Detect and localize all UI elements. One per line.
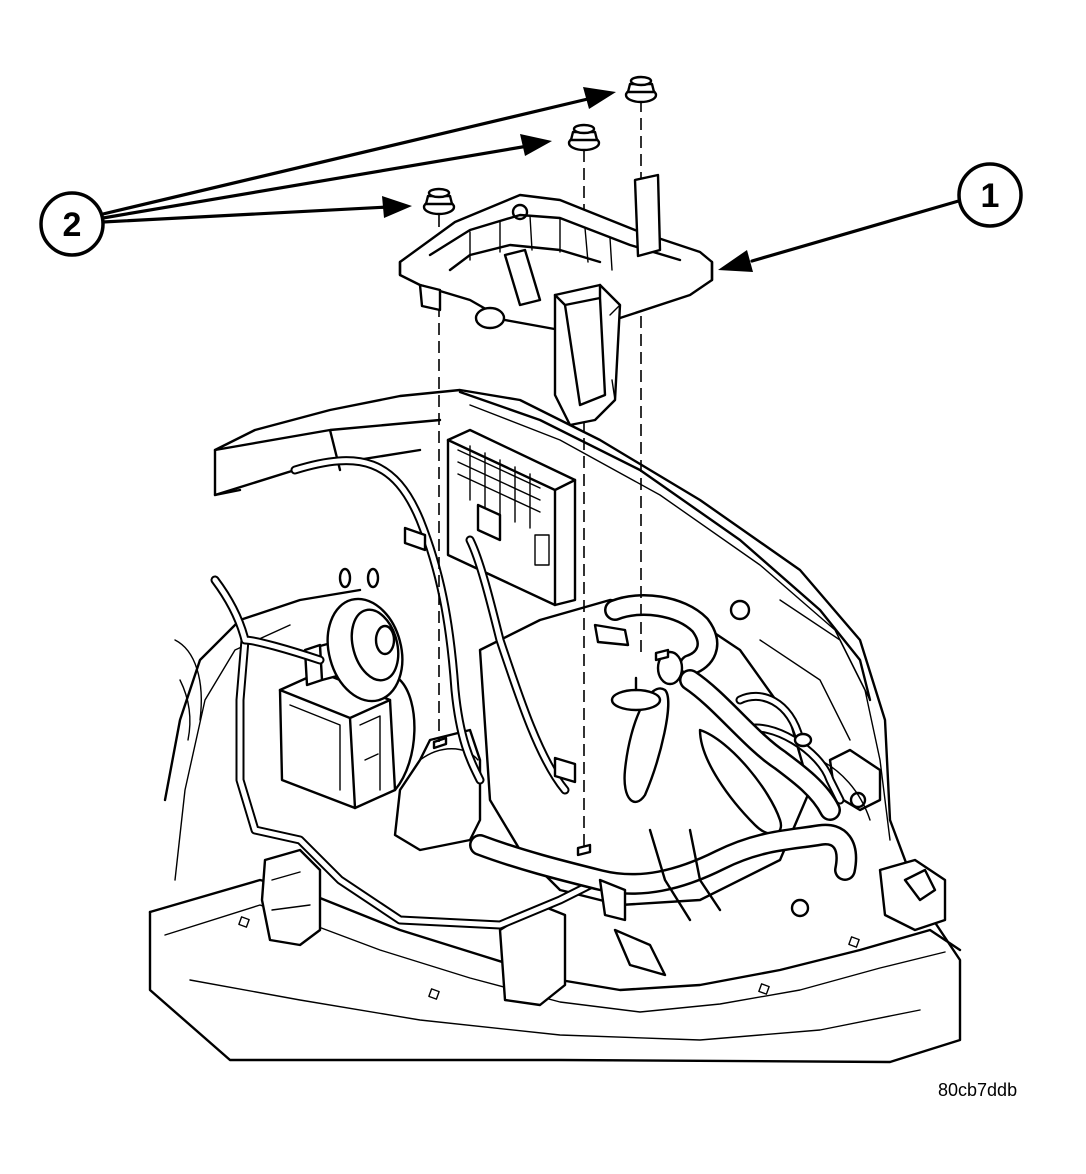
mounting-studs <box>432 648 670 857</box>
harness-connector-1 <box>403 526 427 552</box>
harness-clip-1 <box>338 567 352 589</box>
body-panel-outline <box>148 388 962 1064</box>
bracket-hole <box>511 203 529 221</box>
abs-top <box>278 688 392 810</box>
center-grommet <box>610 688 662 712</box>
bracket-ribs <box>469 215 613 271</box>
arrowhead-2-center <box>520 134 552 156</box>
harness-branch-in <box>467 537 568 793</box>
leader-2-to-nut-right <box>101 96 594 216</box>
bracket-base-lip <box>398 260 714 282</box>
leader-2-to-nut-left <box>101 205 390 224</box>
flange-nuts <box>422 75 658 216</box>
hose-fitting <box>613 928 667 977</box>
callout-2: 2 <box>39 191 105 257</box>
booster-shell <box>326 597 404 703</box>
booster-rear <box>393 678 416 792</box>
abs-details <box>289 704 381 791</box>
flange-nut-left <box>422 187 456 216</box>
crossmember-hole-4 <box>848 936 860 948</box>
hose-clamp-1 <box>656 650 684 686</box>
arrowhead-2-left <box>382 196 412 218</box>
leader-2-to-nut-center <box>101 144 530 220</box>
harness-left-loop-in <box>237 637 603 928</box>
hose-branch <box>648 828 722 922</box>
figure-id: 80cb7ddb <box>938 1080 1018 1100</box>
bracket-left-boss <box>418 283 442 312</box>
harness-connector-2 <box>553 756 577 784</box>
harness-upper-left-in <box>212 577 323 663</box>
engine-compartment <box>148 388 962 1064</box>
harness-upper-left <box>210 575 325 665</box>
harness-clip-2 <box>366 567 380 589</box>
hose-right-in <box>681 671 839 819</box>
brake-booster <box>326 597 416 792</box>
left-strut-tower <box>393 728 482 852</box>
fender-edge <box>213 390 872 702</box>
callout-2-label: 2 <box>63 206 82 244</box>
flange-nut-right <box>624 75 658 104</box>
bracket-clip <box>503 248 542 307</box>
right-fender-hole-2 <box>849 791 867 809</box>
crossmember-hole-1 <box>238 916 250 928</box>
right-lower-bracket <box>878 858 947 932</box>
coolant-hoses <box>469 594 858 977</box>
left-apron-curves <box>174 639 202 741</box>
crossmember-hole-3 <box>758 983 770 995</box>
mounting-bracket <box>398 173 714 427</box>
left-rail <box>163 588 362 802</box>
bracket-left-boss-cap <box>474 306 506 330</box>
leader-arrows <box>101 87 964 272</box>
callout-1: 1 <box>957 162 1023 228</box>
flange-nut-center <box>567 123 601 152</box>
hose-upper-in <box>606 596 716 674</box>
lower-cross-member-bottom <box>189 979 921 1041</box>
booster-ring <box>350 608 400 682</box>
stud-right <box>654 648 670 662</box>
crossmember-bolt <box>790 898 810 918</box>
bracket-hanger-inner <box>553 283 607 407</box>
harness-connector-3 <box>593 623 630 647</box>
control-module <box>446 428 577 607</box>
wiring-harness <box>210 456 845 930</box>
left-rail-inner <box>174 624 291 881</box>
module-connector-fins <box>457 445 541 529</box>
stud-center <box>576 843 592 857</box>
leader-1-to-bracket <box>750 198 964 263</box>
right-lower-bracket-2 <box>903 868 937 902</box>
harness-end <box>793 732 813 748</box>
bracket-tab <box>633 173 662 258</box>
callout-2-circle <box>39 191 105 257</box>
left-lower-bracket <box>260 848 322 947</box>
bracket-hanger-side <box>609 304 621 401</box>
arrowhead-2-right <box>583 87 616 109</box>
harness-main-in <box>292 458 483 783</box>
module-label <box>534 534 550 566</box>
hose-clamp-2 <box>598 878 627 922</box>
booster-hub <box>374 624 396 656</box>
module-side <box>446 438 577 607</box>
fender-inner-edge <box>469 404 891 841</box>
right-fender-hole <box>729 599 751 621</box>
callout-1-label: 1 <box>981 177 1000 215</box>
hose-lower-in <box>471 826 855 893</box>
module-connector <box>476 503 502 542</box>
stud-left <box>432 736 448 750</box>
callout-1-circle <box>957 162 1023 228</box>
arrowhead-1 <box>718 250 753 272</box>
crossmember-hole-2 <box>428 988 440 1000</box>
left-lower-bracket-detail <box>271 871 311 911</box>
